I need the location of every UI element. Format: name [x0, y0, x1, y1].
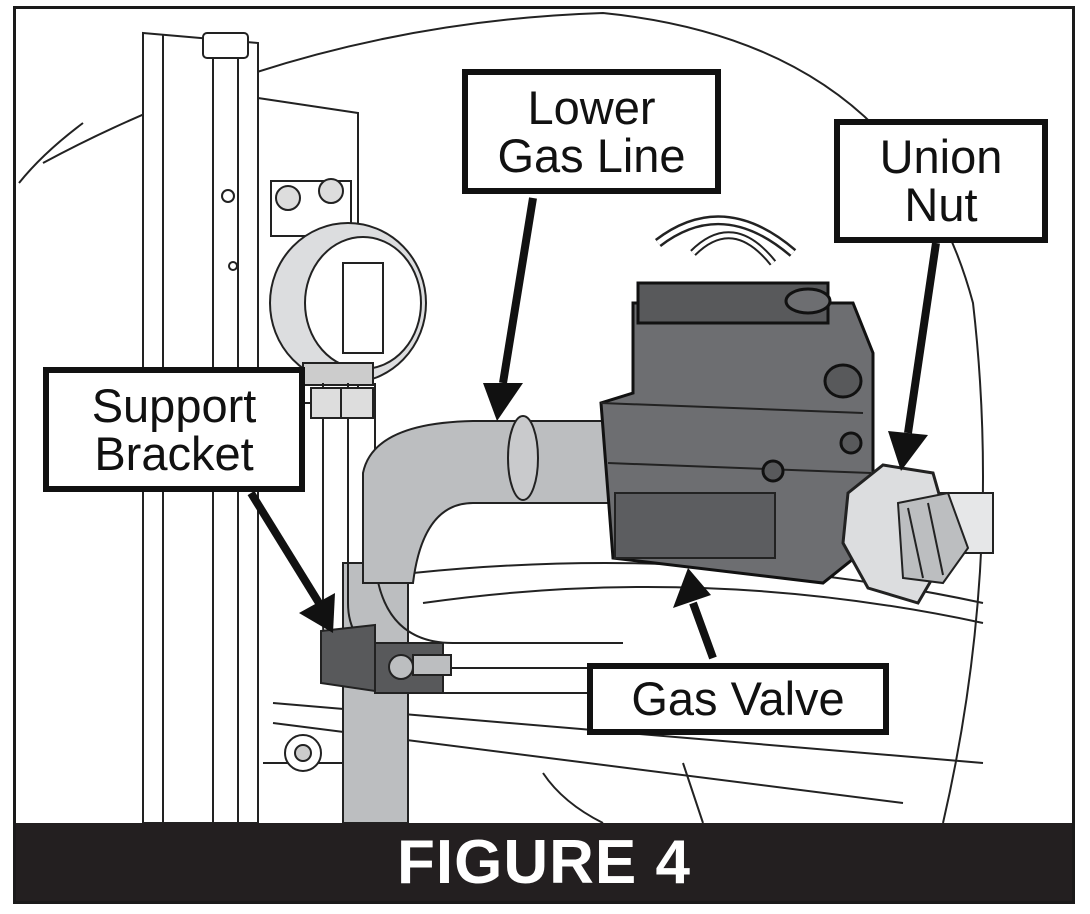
label-union-nut: Union Nut: [834, 119, 1048, 243]
pressure-switch: [269, 178, 427, 386]
figure-caption: FIGURE 4: [397, 827, 691, 897]
support-bracket: [320, 623, 452, 694]
figure-caption-bar: FIGURE 4: [16, 823, 1072, 901]
figure-frame: Lower Gas Line Union Nut Support Bracket…: [13, 6, 1075, 904]
label-support-bracket: Support Bracket: [43, 367, 305, 492]
lower-gas-line: [362, 420, 614, 584]
gas-valve: [599, 215, 875, 585]
leader-arrows: [247, 197, 940, 660]
label-gas-valve: Gas Valve: [587, 663, 889, 735]
label-lower-gas-line: Lower Gas Line: [462, 69, 721, 194]
union-nut-assembly: [841, 463, 994, 605]
